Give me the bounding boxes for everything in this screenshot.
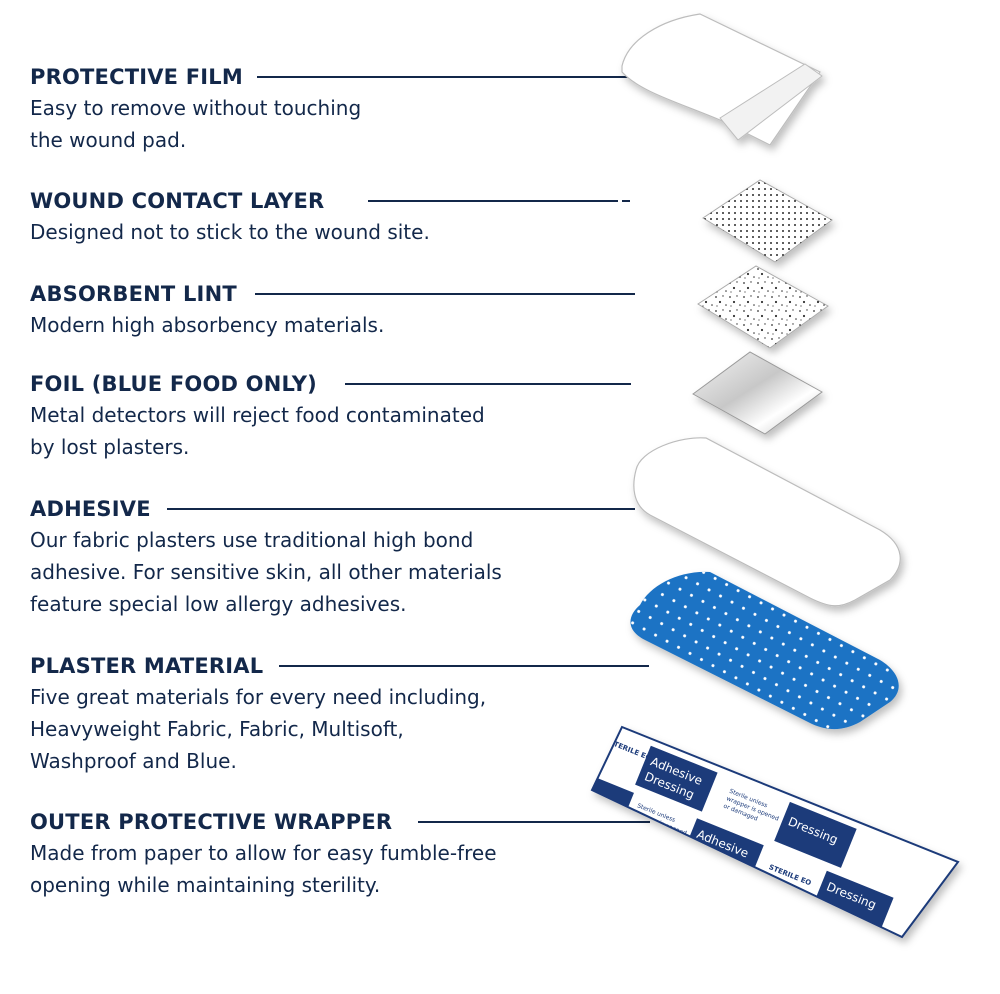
description-line: opening while maintaining sterility. — [30, 873, 381, 897]
leader-line — [368, 200, 619, 202]
wound-contact-layer-shape — [702, 179, 833, 263]
layer-outer-wrapper: OUTER PROTECTIVE WRAPPER Made from paper… — [30, 807, 651, 901]
description-line: feature special low allergy adhesives. — [30, 592, 407, 616]
layer-protective-film: PROTECTIVE FILM Easy to remove without t… — [30, 62, 635, 156]
protective-film-shape — [621, 13, 823, 146]
layer-title: PROTECTIVE FILM — [30, 65, 243, 89]
layer-wound-contact: WOUND CONTACT LAYER Designed not to stic… — [30, 186, 619, 248]
wrapper-brand-text: Adhesive — [749, 905, 805, 938]
description-line: Our fabric plasters use traditional high… — [30, 528, 474, 552]
layer-description: Designed not to stick to the wound site. — [30, 216, 618, 248]
layer-description: Easy to remove without touching the woun… — [30, 92, 635, 156]
leader-line — [344, 383, 631, 385]
leader-line — [254, 293, 635, 295]
wrapper-notice-text: Sterile unless — [821, 931, 861, 953]
layer-description: Modern high absorbency materials. — [30, 309, 635, 341]
description-line: adhesive. For sensitive skin, all other … — [30, 560, 502, 584]
description-line: Metal detectors will reject food contami… — [30, 403, 485, 427]
absorbent-lint-shape — [697, 265, 829, 349]
layer-title: ADHESIVE — [30, 497, 151, 521]
description-line: Easy to remove without touching — [30, 96, 362, 120]
adhesive-shape — [633, 437, 901, 607]
outer-wrapper-shape: Adhesive Dressing Dressing Adhesive Dres… — [590, 725, 960, 966]
description-line: Made from paper to allow for easy fumble… — [30, 841, 497, 865]
description-line: the wound pad. — [30, 128, 187, 152]
layer-title: OUTER PROTECTIVE WRAPPER — [30, 810, 393, 834]
leader-line — [166, 508, 635, 510]
layer-adhesive: ADHESIVE Our fabric plasters use traditi… — [30, 494, 635, 620]
leader-line — [256, 76, 635, 78]
foil-shape — [692, 351, 823, 435]
plaster-material-shape — [630, 571, 899, 730]
layer-title: WOUND CONTACT LAYER — [30, 189, 325, 213]
layer-foil: FOIL (BLUE FOOD ONLY) Metal detectors wi… — [30, 369, 631, 463]
wrapper-sterile-text: STERILE EO — [685, 881, 730, 905]
layer-description: Metal detectors will reject food contami… — [30, 399, 631, 463]
layer-title: FOIL (BLUE FOOD ONLY) — [30, 372, 317, 396]
layer-description: Our fabric plasters use traditional high… — [30, 524, 635, 620]
description-line: Heavyweight Fabric, Fabric, Multisoft, — [30, 717, 404, 741]
leader-connectors — [622, 76, 640, 823]
description-line: Modern high absorbency materials. — [30, 313, 385, 337]
description-line: by lost plasters. — [30, 435, 190, 459]
wrapper-product-text: Dressing — [743, 920, 797, 953]
layer-description: Made from paper to allow for easy fumble… — [30, 837, 650, 901]
layer-description: Five great materials for every need incl… — [30, 681, 649, 777]
layer-title: ABSORBENT LINT — [30, 282, 237, 306]
wrapper-notice-text: or damaged — [815, 946, 852, 966]
layer-title: PLASTER MATERIAL — [30, 654, 264, 678]
description-line: Five great materials for every need incl… — [30, 685, 487, 709]
description-line: Washproof and Blue. — [30, 749, 237, 773]
layer-absorbent-lint: ABSORBENT LINT Modern high absorbency ma… — [30, 279, 635, 341]
leader-line — [418, 821, 651, 823]
description-line: Designed not to stick to the wound site. — [30, 220, 430, 244]
wrapper-notice-text: wrapper is opened — [818, 938, 873, 966]
leader-line — [279, 665, 650, 667]
layer-plaster-material: PLASTER MATERIAL Five great materials fo… — [30, 651, 650, 777]
